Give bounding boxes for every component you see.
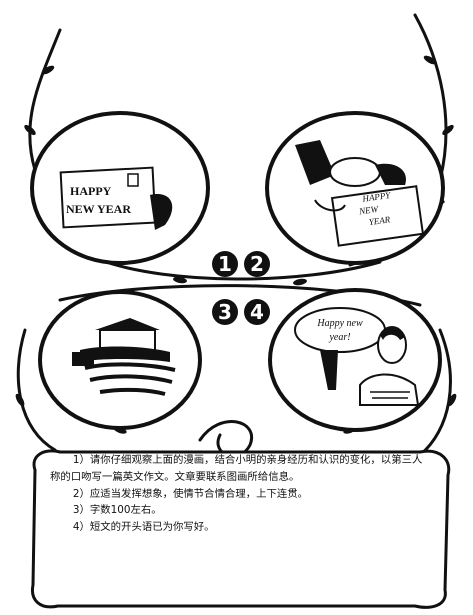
instruction-frame (30, 449, 451, 609)
vine-center (98, 258, 382, 281)
panel-2-card-line-1: HAPPY (361, 190, 392, 204)
panel-2-card-line-2: NEW (358, 204, 381, 217)
instructions: 1）请你仔细观察上面的漫画，结合小明的亲身经历和认识的变化，以第三人称的口吻写一… (50, 452, 430, 536)
speech-line-2: year! (328, 332, 350, 343)
panel-2-card-line-3: YEAR (368, 214, 391, 227)
panel-3-frame (38, 290, 202, 430)
panel-1-number: 1 (212, 251, 238, 277)
panel-2-number: 2 (244, 251, 270, 277)
instruction-4: 4）短文的开头语已为你写好。 (72, 521, 215, 534)
speech-line-1: Happy new (316, 318, 363, 329)
panel-3-number: 3 (212, 299, 238, 325)
instruction-2: 2）应适当发挥想象，使情节合情合理，上下连贯。 (72, 487, 309, 500)
panel-1-card-line-2: NEW YEAR (66, 202, 131, 216)
panel-2-card: HAPPY NEW YEAR (295, 140, 425, 247)
panel-1-card: HAPPY NEW YEAR (59, 166, 173, 230)
panel-4-number: 4 (244, 299, 270, 325)
instruction-3: 3）字数100左右。 (72, 504, 162, 517)
panel-1-card-line-1: HAPPY (70, 184, 112, 198)
speech-bubble (294, 307, 386, 353)
panel-4-scene: Happy new year! (294, 307, 420, 406)
panel-3-scene (72, 318, 176, 396)
instruction-1: 1）请你仔细观察上面的漫画，结合小明的亲身经历和认识的变化，以第三人称的口吻写一… (50, 454, 423, 483)
